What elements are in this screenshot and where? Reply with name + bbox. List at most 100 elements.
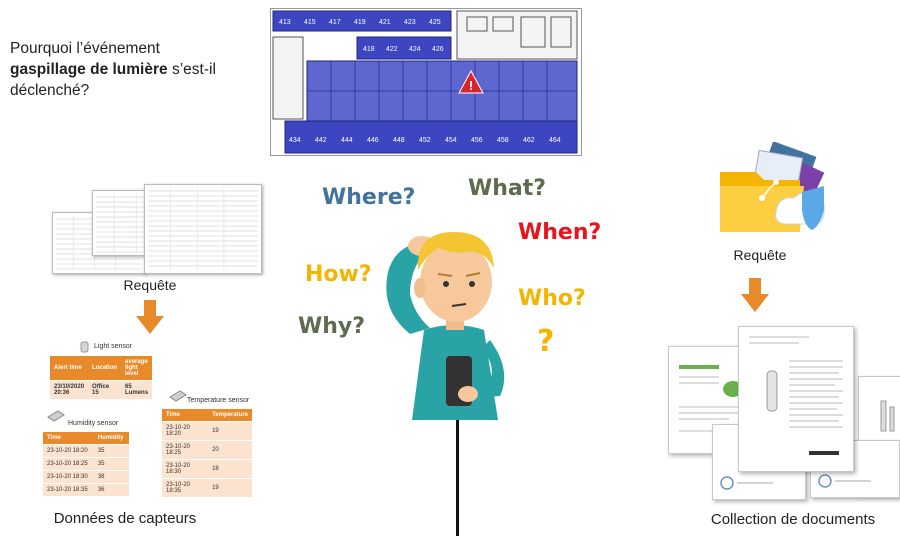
- doc-center-lamp: [766, 370, 778, 412]
- alert-icon: [458, 69, 484, 94]
- desk-lines: [307, 61, 577, 121]
- temperature-table-cell: 23-10-20 18:25: [162, 440, 209, 460]
- room-label: 421: [379, 19, 391, 26]
- humidity-table-cell: 23-10-20 18:30: [43, 470, 94, 484]
- light-table-cell: Office 15: [88, 380, 122, 399]
- person-leg-line: [456, 420, 459, 536]
- light-header-cell: average light level: [121, 356, 153, 381]
- alert-mark: !: [469, 78, 473, 93]
- humidity-table-cell: 35: [93, 457, 129, 471]
- light-sensor-title: Light sensor: [94, 343, 133, 350]
- room-label: 413: [279, 19, 291, 26]
- temperature-sensor-icon: [168, 389, 188, 408]
- person-phone-arm: [472, 340, 505, 398]
- question-mark: ?: [537, 324, 555, 359]
- where-word: Where?: [322, 185, 416, 210]
- spreadsheet-front: [144, 184, 262, 274]
- document-bottom-right-content: [818, 474, 871, 488]
- humidity-table-cell: 23-10-20 18:25: [43, 457, 94, 471]
- room-label: 464: [549, 137, 561, 144]
- left-query-label: Requête: [123, 277, 177, 293]
- document-bottom-left-content: [720, 476, 773, 490]
- spreadsheet-front-lines: [148, 188, 258, 270]
- person-mouth: [451, 303, 467, 307]
- doc-center-part-number: [809, 451, 839, 455]
- document-folder-icon: [720, 142, 825, 232]
- room-label: 442: [315, 137, 327, 144]
- question-after-bold: s’est-il: [167, 61, 216, 78]
- room-label: 454: [445, 137, 457, 144]
- doc-logo-icon: [720, 476, 734, 490]
- room-label: 417: [329, 19, 341, 26]
- service-area: [456, 10, 578, 60]
- room-label: 434: [289, 137, 301, 144]
- left-column: [272, 36, 304, 120]
- left-arrow-shape: [136, 300, 164, 334]
- humidity-table-cell: 23-10-20 18:35: [43, 483, 94, 496]
- top-room-band: [272, 10, 452, 32]
- light-header-cell: Alert time: [50, 356, 89, 381]
- mid-room-band: [356, 36, 452, 60]
- temperature-header-cell: Time: [162, 409, 209, 422]
- right-caption: Collection de documents: [710, 511, 876, 528]
- temperature-sensor-title: Temperature sensor: [187, 397, 250, 404]
- temperature-table-cell: 23-10-20 18:35: [162, 478, 209, 497]
- doc-right-lamp-1: [880, 400, 887, 432]
- doc-left-green-bar: [679, 365, 719, 369]
- room-label: 418: [363, 46, 375, 53]
- service-lines: [466, 16, 572, 48]
- person-ear: [414, 278, 426, 298]
- light-sensor-icon: [80, 340, 90, 358]
- room-label: 419: [354, 19, 366, 26]
- room-label: 415: [304, 19, 316, 26]
- doc-right-lamp-2: [889, 406, 895, 432]
- room-label: 456: [471, 137, 483, 144]
- left-down-arrow: [136, 300, 164, 334]
- room-label: 448: [393, 137, 405, 144]
- humidity-table-cell: 36: [93, 483, 129, 496]
- person-right-brow: [465, 272, 481, 277]
- node-link: [761, 181, 777, 199]
- person-raised-arm: [386, 244, 430, 334]
- when-word: When?: [518, 220, 602, 245]
- temperature-table-cell: 23-10-20 18:20: [162, 421, 209, 441]
- temperature-table-cell: 19: [208, 478, 252, 497]
- left-caption: Données de capteurs: [53, 510, 197, 527]
- temperature-table-cell: 18: [208, 459, 252, 479]
- light-table-cell: 65 Lumens: [121, 380, 153, 399]
- room-label: 446: [367, 137, 379, 144]
- bottom-room-band: [284, 120, 578, 154]
- room-label: 462: [523, 137, 535, 144]
- shield-icon: [802, 186, 824, 230]
- room-label: 452: [419, 137, 431, 144]
- question-bold: gaspillage de lumière: [10, 61, 168, 78]
- document-center-content: [749, 336, 843, 455]
- doc-logo-icon-2: [818, 474, 832, 488]
- person-left-brow: [437, 273, 453, 277]
- right-arrow-shape: [741, 278, 769, 312]
- humidity-table-cell: 38: [93, 470, 129, 484]
- light-header-cell: Location: [88, 356, 122, 381]
- room-label: 444: [341, 137, 353, 144]
- person-hair: [417, 232, 494, 270]
- temperature-table-cell: 19: [208, 421, 252, 441]
- question-line-2: gaspillage de lumière s’est-il: [10, 59, 270, 80]
- humidity-header-cell: Time: [43, 432, 94, 445]
